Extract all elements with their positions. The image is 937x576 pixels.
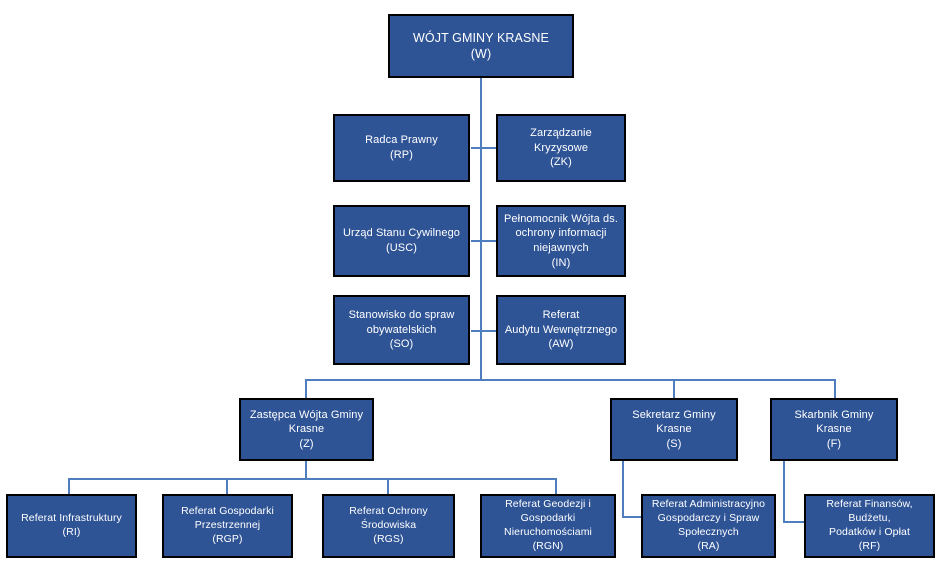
node-label-rgn: Referat Geodezji i Gospodarki Nieruchomo… bbox=[504, 498, 592, 552]
connector-staff-aw bbox=[480, 330, 497, 332]
node-label-in: Pełnomocnik Wójta ds. ochrony informacji… bbox=[504, 212, 618, 269]
connector-deputy-stem bbox=[305, 461, 307, 479]
connector-drop-ri bbox=[68, 478, 70, 494]
node-referat-administracyjno-gospodarczy[interactable]: Referat Administracyjno Gospodarczy i Sp… bbox=[641, 494, 776, 558]
connector-manager-bar bbox=[305, 379, 836, 381]
node-zarzadzanie-kryzysowe[interactable]: Zarządzanie Kryzysowe (ZK) bbox=[496, 114, 626, 182]
connector-secretary-stem bbox=[622, 461, 624, 517]
node-zastepca-wojta[interactable]: Zastępca Wójta Gminy Krasne (Z) bbox=[239, 398, 374, 461]
node-label-ra: Referat Administracyjno Gospodarczy i Sp… bbox=[651, 498, 766, 552]
node-label-zk: Zarządzanie Kryzysowe (ZK) bbox=[530, 127, 592, 169]
connector-staff-in bbox=[480, 240, 497, 242]
connector-staff-rp bbox=[471, 147, 482, 149]
node-referat-ochrony-srodowiska[interactable]: Referat Ochrony Środowiska (RGS) bbox=[322, 494, 455, 558]
connector-deputy-bar bbox=[68, 478, 557, 480]
node-label-rf: Referat Finansów, Budżetu, Podatków i Op… bbox=[826, 498, 913, 552]
node-referat-geodezji[interactable]: Referat Geodezji i Gospodarki Nieruchomo… bbox=[480, 494, 616, 558]
connector-staff-usc bbox=[471, 240, 482, 242]
node-label-rgp: Referat Gospodarki Przestrzennej (RGP) bbox=[181, 505, 274, 545]
connector-drop-deputy bbox=[305, 379, 307, 398]
connector-secretary-elbow bbox=[622, 516, 642, 518]
connector-treasurer-stem bbox=[783, 461, 785, 522]
connector-drop-rgp bbox=[226, 478, 228, 494]
node-label-usc: Urząd Stanu Cywilnego (USC) bbox=[342, 227, 461, 254]
node-label-f: Skarbnik Gminy Krasne (F) bbox=[794, 408, 874, 450]
node-referat-gospodarki-przestrzennej[interactable]: Referat Gospodarki Przestrzennej (RGP) bbox=[162, 494, 293, 558]
node-urzad-stanu-cywilnego[interactable]: Urząd Stanu Cywilnego (USC) bbox=[333, 205, 470, 277]
node-label-ri: Referat Infrastruktury (RI) bbox=[21, 512, 122, 538]
connector-drop-secretary bbox=[673, 379, 675, 398]
connector-treasurer-elbow bbox=[783, 521, 805, 523]
node-stanowisko-obywatelskie[interactable]: Stanowisko do spraw obywatelskich (SO) bbox=[333, 295, 470, 365]
node-radca-prawny[interactable]: Radca Prawny (RP) bbox=[333, 114, 470, 182]
connector-staff-zk bbox=[480, 147, 497, 149]
node-label-rgs: Referat Ochrony Środowiska (RGS) bbox=[349, 505, 428, 545]
connector-drop-rgs bbox=[387, 478, 389, 494]
node-label-w: WÓJT GMINY KRASNE (W) bbox=[413, 30, 549, 62]
node-label-s: Sekretarz Gminy Krasne (S) bbox=[632, 408, 716, 450]
node-label-z: Zastępca Wójta Gminy Krasne (Z) bbox=[249, 408, 364, 450]
connector-drop-rgn bbox=[555, 478, 557, 494]
connector-spine-main bbox=[480, 78, 482, 380]
connector-staff-so bbox=[471, 330, 482, 332]
node-referat-finansow[interactable]: Referat Finansów, Budżetu, Podatków i Op… bbox=[804, 494, 935, 558]
node-wojt-gminy-krasne[interactable]: WÓJT GMINY KRASNE (W) bbox=[388, 14, 574, 78]
node-label-so: Stanowisko do spraw obywatelskich (SO) bbox=[348, 309, 455, 351]
node-referat-audytu-wewnetrznego[interactable]: Referat Audytu Wewnętrznego (AW) bbox=[496, 295, 626, 365]
node-pelnomocnik-wojta-in[interactable]: Pełnomocnik Wójta ds. ochrony informacji… bbox=[496, 205, 626, 277]
node-label-rp: Radca Prawny (RP) bbox=[365, 134, 438, 161]
node-sekretarz-gminy[interactable]: Sekretarz Gminy Krasne (S) bbox=[610, 398, 738, 461]
node-skarbnik-gminy[interactable]: Skarbnik Gminy Krasne (F) bbox=[770, 398, 898, 461]
node-label-aw: Referat Audytu Wewnętrznego (AW) bbox=[504, 309, 618, 351]
node-referat-infrastruktury[interactable]: Referat Infrastruktury (RI) bbox=[6, 494, 137, 558]
connector-drop-treasurer bbox=[834, 379, 836, 398]
